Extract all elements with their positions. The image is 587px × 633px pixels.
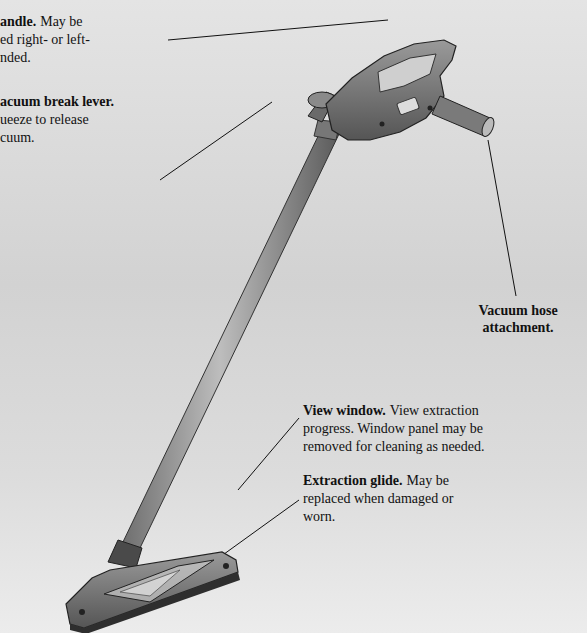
part-name: acuum break lever.	[0, 93, 114, 110]
part-note: May be	[40, 13, 82, 30]
part-note: removed for cleaning as needed.	[303, 438, 485, 455]
part-note: ed right- or left-	[0, 31, 90, 48]
leader-lines	[152, 20, 516, 606]
wand-neck	[108, 540, 142, 568]
view-window	[104, 560, 214, 602]
extraction-head	[66, 552, 238, 628]
handle-grip-opening	[378, 54, 436, 92]
part-name: Vacuum hose attachment.	[466, 302, 570, 336]
part-note: nded.	[0, 49, 31, 66]
part-note: worn.	[303, 508, 335, 525]
part-note: May be	[407, 472, 449, 489]
part-note: cuum.	[0, 129, 35, 146]
part-name: andle.	[0, 13, 36, 30]
part-note: ueeze to release	[0, 111, 89, 128]
part-name: View window.	[303, 402, 386, 419]
part-note: replaced when damaged or	[303, 490, 453, 507]
vacuum-hose-attachment	[432, 96, 490, 136]
part-note: progress. Window panel may be	[303, 420, 483, 437]
part-note: View extraction	[390, 402, 479, 419]
handle	[326, 40, 456, 140]
part-name: Extraction glide.	[303, 472, 403, 489]
